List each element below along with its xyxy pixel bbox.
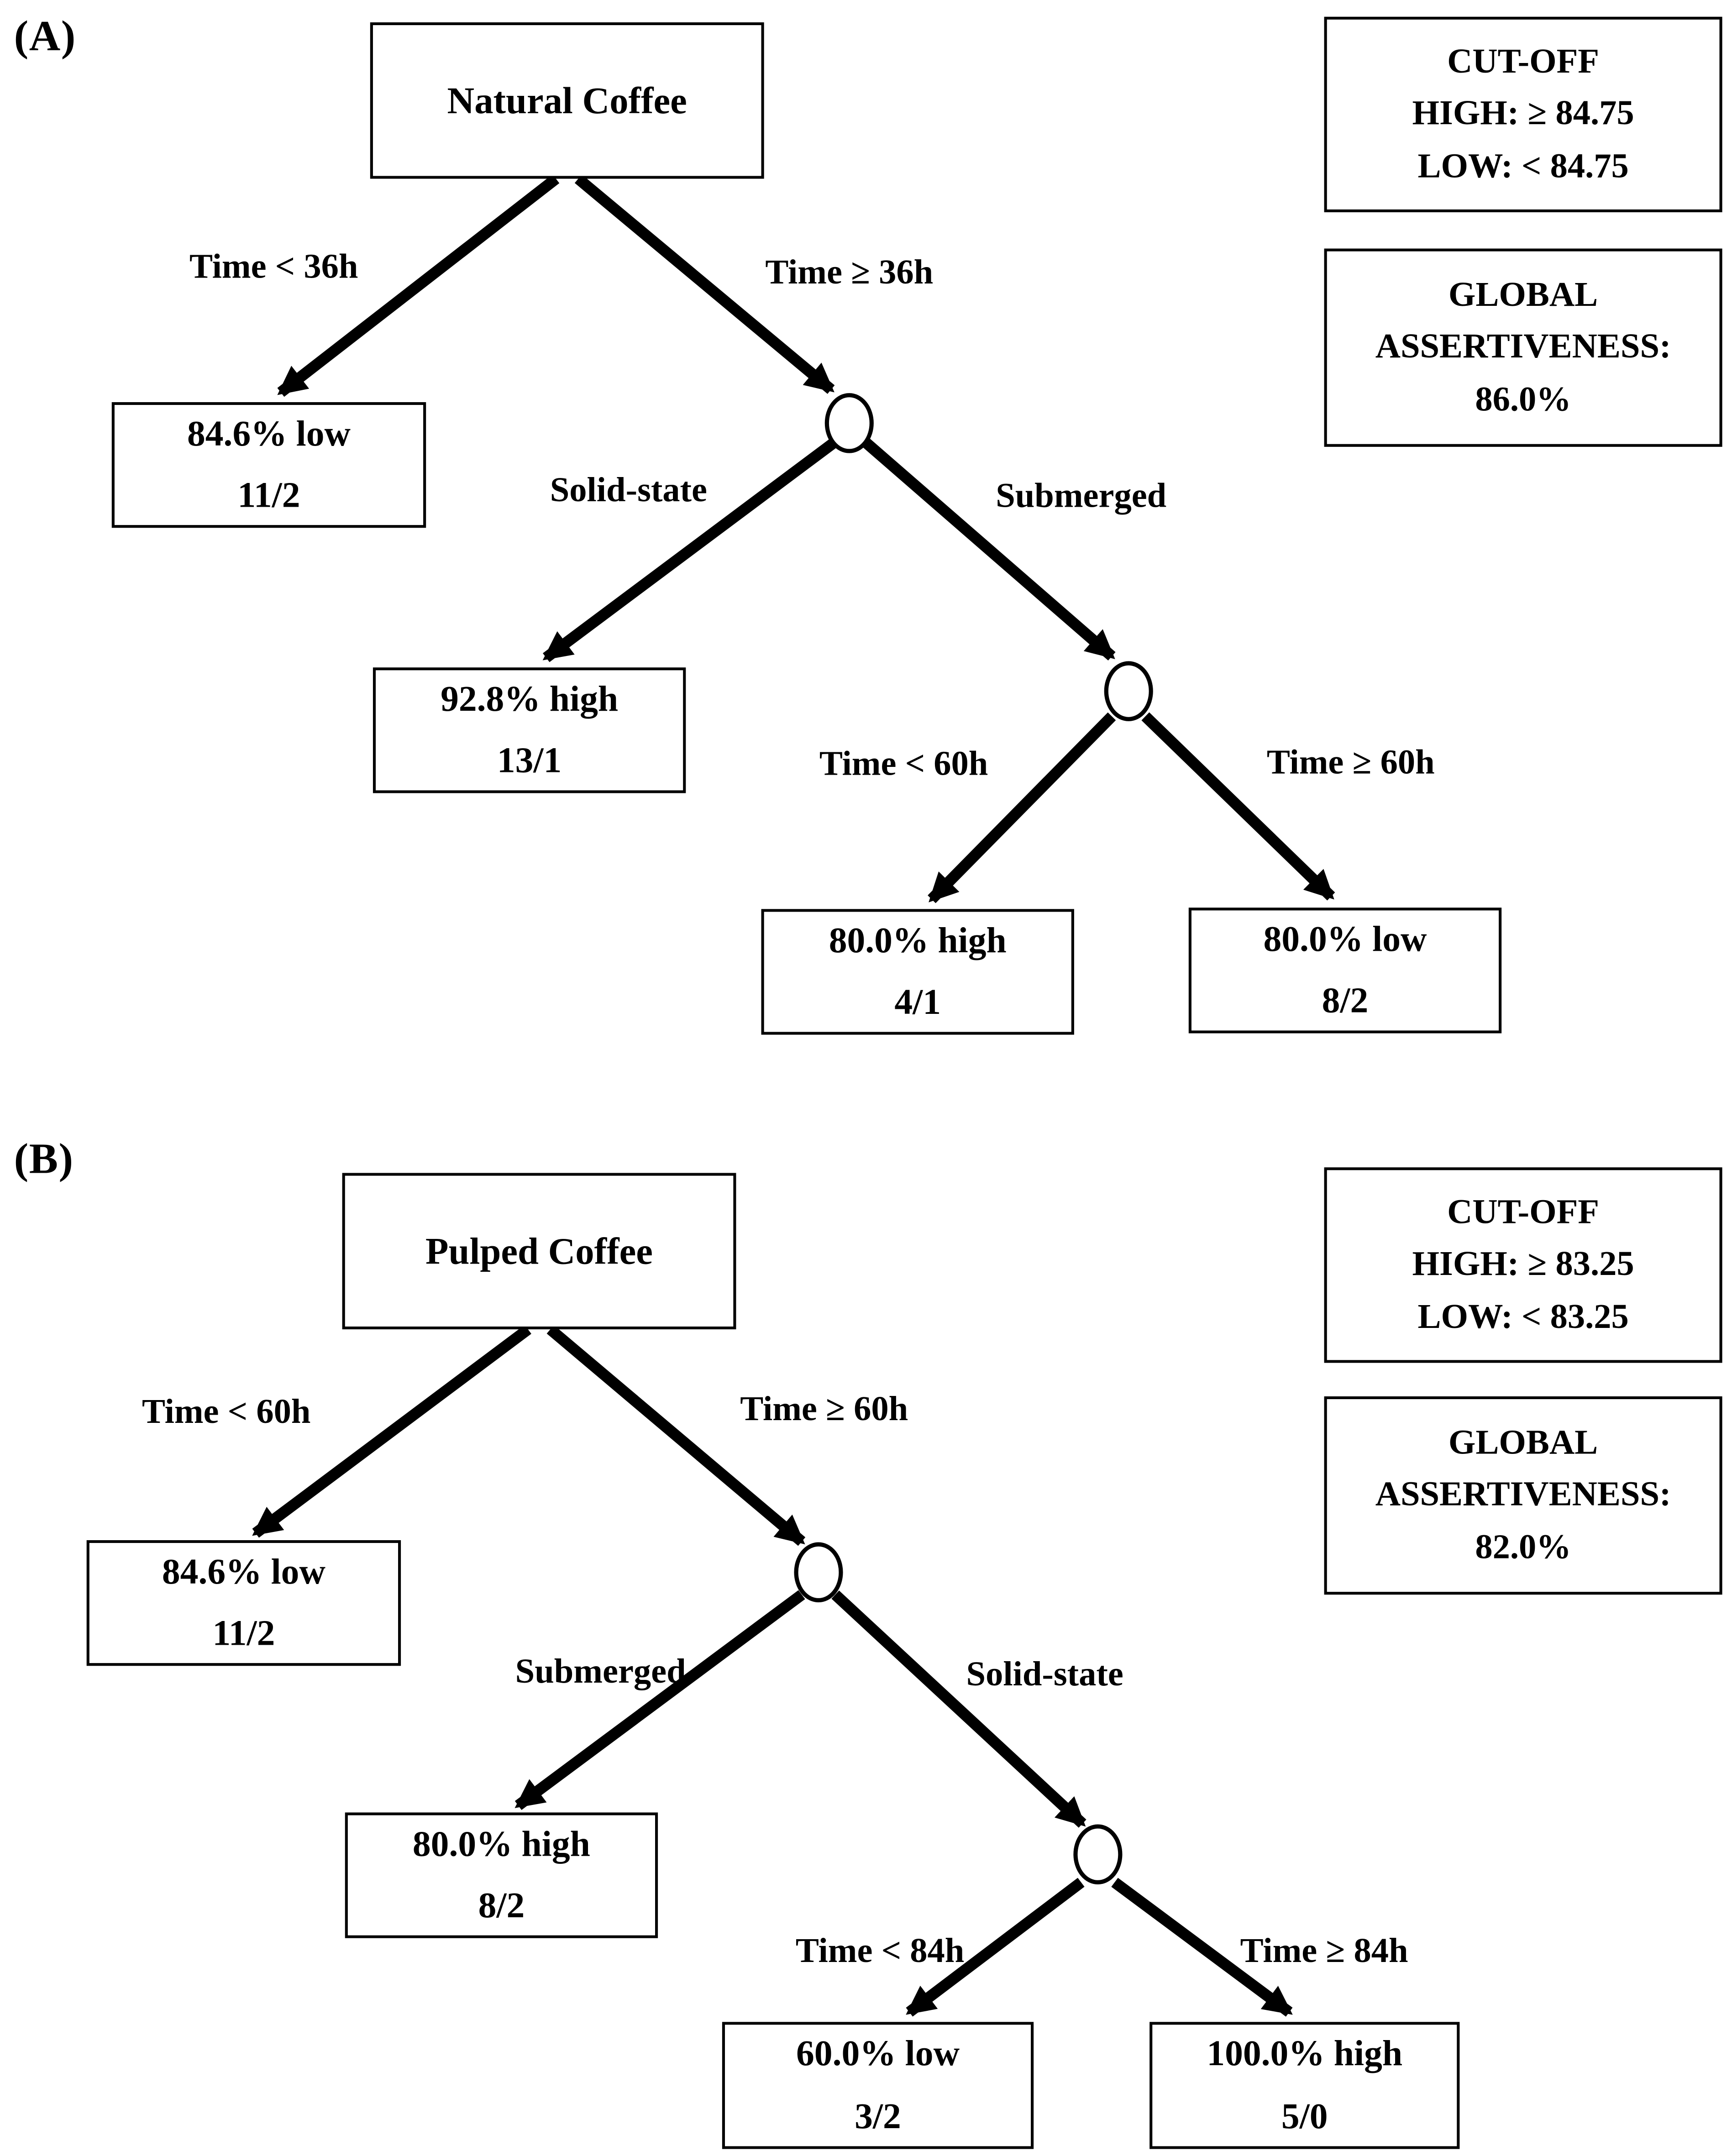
global-a-line1: GLOBAL (1448, 276, 1598, 314)
leaf-a-800-low-line1: 80.0% low (1263, 918, 1427, 959)
leaf-b-846-low-line1: 84.6% low (162, 1551, 325, 1592)
edge-label-a-time-ge-36h: Time ≥ 36h (765, 254, 934, 292)
cutoff-b-high: HIGH: ≥ 83.25 (1412, 1246, 1634, 1284)
edge-a-node1-to-leaf-solid (542, 438, 837, 662)
leaf-b-1000-high: 100.0% high 5/0 (1149, 2022, 1460, 2149)
edge-label-a-submerged: Submerged (996, 477, 1167, 515)
edge-b-node2-to-leaf-lt84 (906, 1878, 1085, 2017)
cutoff-a-low: LOW: < 84.75 (1417, 147, 1629, 186)
leaf-b-1000-high-line2: 5/0 (1281, 2095, 1328, 2136)
leaf-a-846-low-line2: 11/2 (237, 475, 300, 515)
edge-label-b-time-lt-84h: Time < 84h (795, 1932, 965, 1971)
leaf-a-800-high-line2: 4/1 (894, 981, 941, 1023)
panel-b-label: (B) (14, 1133, 74, 1183)
global-b-line3: 82.0% (1475, 1528, 1571, 1567)
leaf-a-800-low-line2: 8/2 (1322, 980, 1369, 1021)
edge-b-node2-to-leaf-ge84 (1111, 1878, 1293, 2017)
panel-a-label: (A) (14, 11, 76, 60)
edge-a-node2-to-leaf-ge60 (1141, 712, 1335, 901)
leaf-a-928-high: 92.8% high 13/1 (373, 667, 686, 793)
leaf-b-846-low: 84.6% low 11/2 (86, 1540, 401, 1666)
edge-a-node2-to-leaf-lt60 (928, 712, 1116, 903)
leaf-b-800-high-line2: 8/2 (478, 1885, 525, 1926)
leaf-b-800-high: 80.0% high 8/2 (345, 1812, 658, 1938)
leaf-a-846-low-line1: 84.6% low (187, 413, 351, 454)
edge-b-root-to-node1 (546, 1325, 806, 1546)
leaf-b-800-high-line1: 80.0% high (412, 1823, 590, 1864)
internal-node-b2 (1073, 1824, 1123, 1884)
leaf-a-800-high-line1: 80.0% high (829, 920, 1007, 960)
edge-b-root-to-leaf-lt60 (252, 1325, 531, 1538)
leaf-b-846-low-line2: 11/2 (212, 1613, 275, 1653)
leaf-b-600-low-line1: 60.0% low (796, 2033, 960, 2074)
global-assertiveness-box-b: GLOBAL ASSERTIVENESS: 82.0% (1324, 1396, 1722, 1595)
root-node-natural-coffee: Natural Coffee (370, 22, 764, 179)
global-b-line2: ASSERTIVENESS: (1375, 1476, 1671, 1514)
edge-b-node1-to-leaf-submerged (514, 1590, 805, 1810)
cutoff-b-title: CUT-OFF (1447, 1193, 1600, 1232)
leaf-a-800-low: 80.0% low 8/2 (1188, 908, 1502, 1033)
edge-label-a-solid-state: Solid-state (550, 472, 707, 510)
edge-label-a-time-lt-60h: Time < 60h (819, 745, 988, 784)
edge-label-b-submerged: Submerged (515, 1653, 686, 1691)
root-node-b-text: Pulped Coffee (425, 1229, 653, 1272)
edge-label-a-time-lt-36h: Time < 36h (189, 248, 358, 287)
leaf-a-928-high-line1: 92.8% high (441, 678, 619, 719)
edge-a-root-to-node1 (574, 174, 835, 394)
edge-label-b-time-ge-60h: Time ≥ 60h (740, 1390, 908, 1429)
internal-node-b1 (794, 1542, 843, 1603)
cutoff-box-a: CUT-OFF HIGH: ≥ 84.75 LOW: < 84.75 (1324, 16, 1722, 212)
root-node-pulped-coffee: Pulped Coffee (342, 1173, 736, 1330)
internal-node-a1 (824, 393, 874, 453)
edge-b-node1-to-node2 (831, 1590, 1086, 1828)
cutoff-b-low: LOW: < 83.25 (1417, 1298, 1629, 1336)
leaf-b-1000-high-line1: 100.0% high (1207, 2033, 1403, 2074)
leaf-a-800-high: 80.0% high 4/1 (761, 909, 1074, 1035)
leaf-a-928-high-line2: 13/1 (497, 740, 562, 781)
edge-label-b-solid-state: Solid-state (966, 1656, 1123, 1694)
edge-label-b-time-ge-84h: Time ≥ 84h (1240, 1932, 1408, 1971)
edge-label-b-time-lt-60h: Time < 60h (142, 1393, 311, 1432)
edge-a-root-to-leaf-lt36 (277, 174, 560, 397)
global-a-line2: ASSERTIVENESS: (1375, 328, 1671, 367)
cutoff-a-high: HIGH: ≥ 84.75 (1412, 95, 1634, 133)
root-node-a-text: Natural Coffee (447, 79, 687, 121)
leaf-b-600-low: 60.0% low 3/2 (722, 2022, 1034, 2149)
edge-label-a-time-ge-60h: Time ≥ 60h (1266, 744, 1435, 782)
leaf-b-600-low-line2: 3/2 (855, 2095, 901, 2136)
leaf-a-846-low: 84.6% low 11/2 (111, 402, 426, 528)
global-assertiveness-box-a: GLOBAL ASSERTIVENESS: 86.0% (1324, 248, 1722, 447)
global-a-line3: 86.0% (1475, 381, 1571, 419)
edge-a-node1-to-node2 (862, 438, 1116, 661)
internal-node-a2 (1104, 661, 1153, 721)
cutoff-box-b: CUT-OFF HIGH: ≥ 83.25 LOW: < 83.25 (1324, 1167, 1722, 1363)
global-b-line1: GLOBAL (1448, 1424, 1598, 1462)
cutoff-a-title: CUT-OFF (1447, 43, 1600, 81)
